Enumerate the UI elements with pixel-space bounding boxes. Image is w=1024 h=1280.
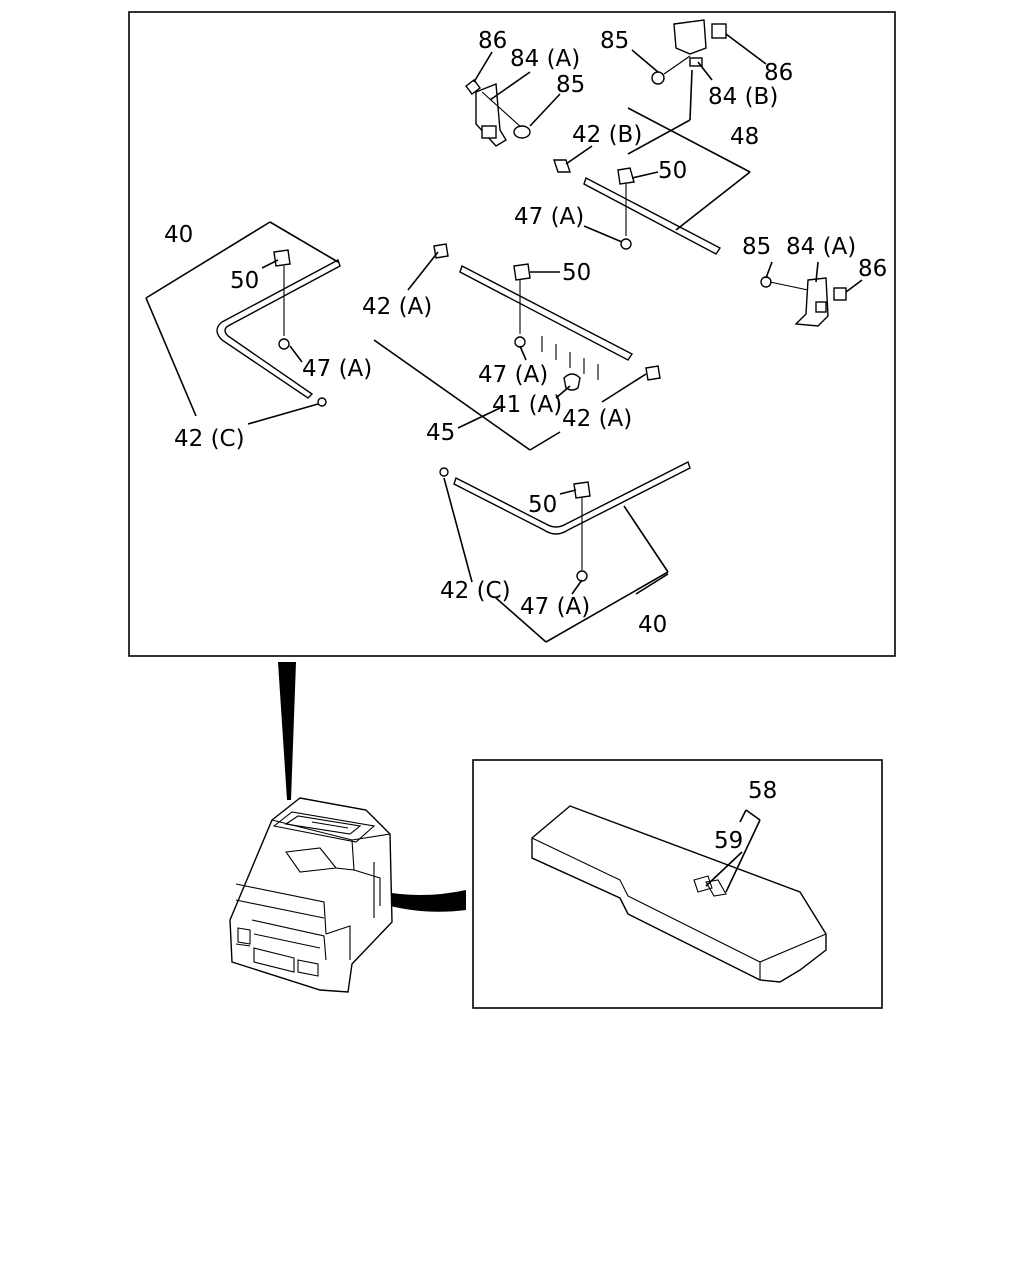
label-84a-a: 84 (A) <box>510 46 580 72</box>
label-86-a: 86 <box>478 28 507 54</box>
label-50-c: 50 <box>562 260 591 286</box>
label-47a-d: 47 (A) <box>520 594 590 620</box>
label-84a-b: 84 (A) <box>786 234 856 260</box>
label-85-a: 85 <box>556 72 585 98</box>
label-85-c: 85 <box>742 234 771 260</box>
label-86-b: 86 <box>764 60 793 86</box>
inset-frame <box>472 759 883 1009</box>
leader-lines <box>145 33 863 643</box>
label-42c-a: 42 (C) <box>174 426 245 452</box>
label-42c-b: 42 (C) <box>440 578 511 604</box>
pointer-arrow-right <box>376 890 466 912</box>
label-45: 45 <box>426 420 455 446</box>
cab-overview <box>229 662 466 993</box>
inset-panel <box>531 805 827 983</box>
label-47a-b: 47 (A) <box>302 356 372 382</box>
label-50-d: 50 <box>528 492 557 518</box>
callout-labels: 86 84 (A) 85 85 86 84 (B) 42 (B) 48 50 4… <box>164 28 887 638</box>
label-47a-a: 47 (A) <box>514 204 584 230</box>
bracket-84a-right <box>760 276 847 327</box>
label-58: 58 <box>748 778 777 804</box>
label-59: 59 <box>714 828 743 854</box>
label-85-b: 85 <box>600 28 629 54</box>
label-50-b: 50 <box>230 268 259 294</box>
label-84b: 84 (B) <box>708 84 778 110</box>
label-40-b: 40 <box>638 612 667 638</box>
bracket-84a-left <box>465 79 531 147</box>
exploded-view-frame <box>128 11 896 657</box>
pointer-arrow-up <box>278 662 296 800</box>
strip-48 <box>553 159 722 255</box>
strip-45 <box>433 243 661 391</box>
label-42a-a: 42 (A) <box>362 294 432 320</box>
label-41a: 41 (A) <box>492 392 562 418</box>
label-42b: 42 (B) <box>572 122 642 148</box>
label-86-c: 86 <box>858 256 887 282</box>
label-50-a: 50 <box>658 158 687 184</box>
bracket-84b <box>651 19 727 85</box>
label-47a-c: 47 (A) <box>478 362 548 388</box>
label-40-a: 40 <box>164 222 193 248</box>
strip-40-lower <box>439 461 691 582</box>
label-48: 48 <box>730 124 759 150</box>
label-42a-b: 42 (A) <box>562 406 632 432</box>
